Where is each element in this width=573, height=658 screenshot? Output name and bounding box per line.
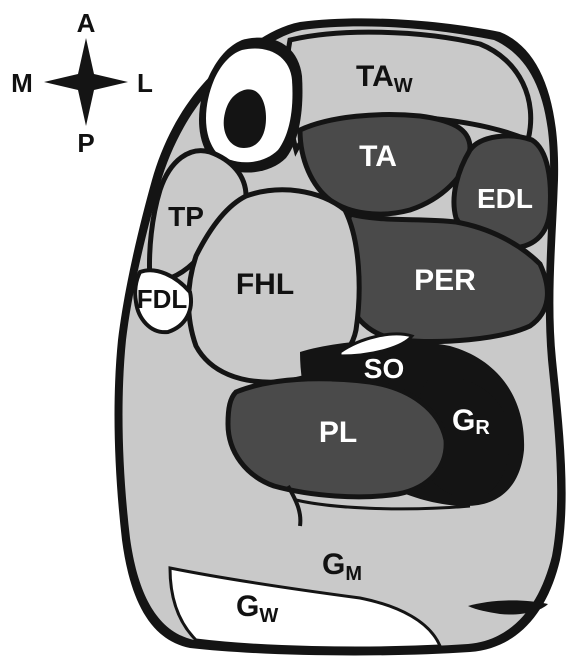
label-gr-sub: R: [475, 417, 490, 439]
label-tp: TP: [168, 201, 204, 232]
label-fhl: FHL: [236, 268, 294, 301]
label-edl: EDL: [477, 183, 533, 214]
compass-star-icon: [44, 38, 128, 126]
compass-lateral-label: L: [137, 68, 153, 98]
orientation-compass: A P M L: [11, 8, 153, 158]
label-gm-sub: M: [345, 563, 362, 585]
label-fdl: FDL: [137, 284, 188, 314]
label-taw-sub: W: [394, 75, 413, 97]
label-ta: TA: [359, 140, 397, 173]
label-gr-main: G: [452, 404, 475, 437]
compass-posterior-label: P: [77, 128, 94, 158]
compass-anterior-label: A: [77, 8, 96, 38]
label-gw-sub: W: [259, 605, 278, 627]
label-gw-main: G: [236, 590, 259, 623]
label-gm-main: G: [322, 548, 345, 581]
label-per: PER: [414, 264, 476, 297]
label-pl: PL: [319, 416, 357, 449]
label-taw-main: TA: [356, 60, 394, 93]
label-so: SO: [364, 353, 404, 384]
compass-medial-label: M: [11, 68, 33, 98]
